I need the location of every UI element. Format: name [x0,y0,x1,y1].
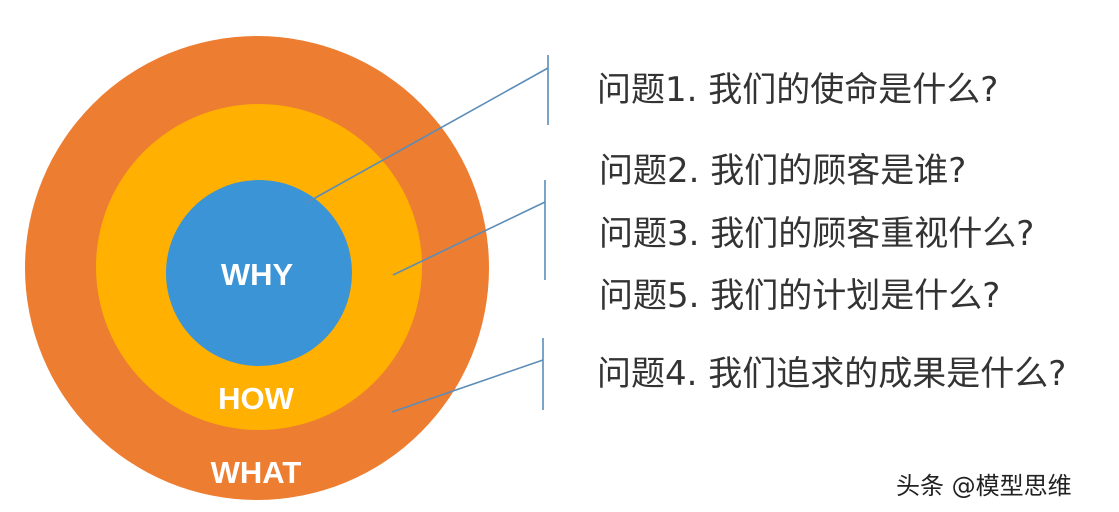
watermark: 头条 @模型思维 [896,472,1072,500]
how-connector-line [392,201,546,276]
question-5: 问题5. 我们的计划是什么? [599,276,1001,316]
question-2: 问题2. 我们的顾客是谁? [599,151,967,191]
question-4: 问题4. 我们追求的成果是什么? [597,354,1067,394]
what-connector-line [391,359,544,413]
question-3: 问题3. 我们的顾客重视什么? [599,214,1035,254]
how-label: HOW [218,381,295,416]
what-label: WHAT [211,455,302,490]
why-connector-line [305,67,549,204]
why-label: WHY [221,257,294,292]
connectors [305,55,549,413]
question-1: 问题1. 我们的使命是什么? [597,70,999,110]
why-circle [166,180,352,366]
